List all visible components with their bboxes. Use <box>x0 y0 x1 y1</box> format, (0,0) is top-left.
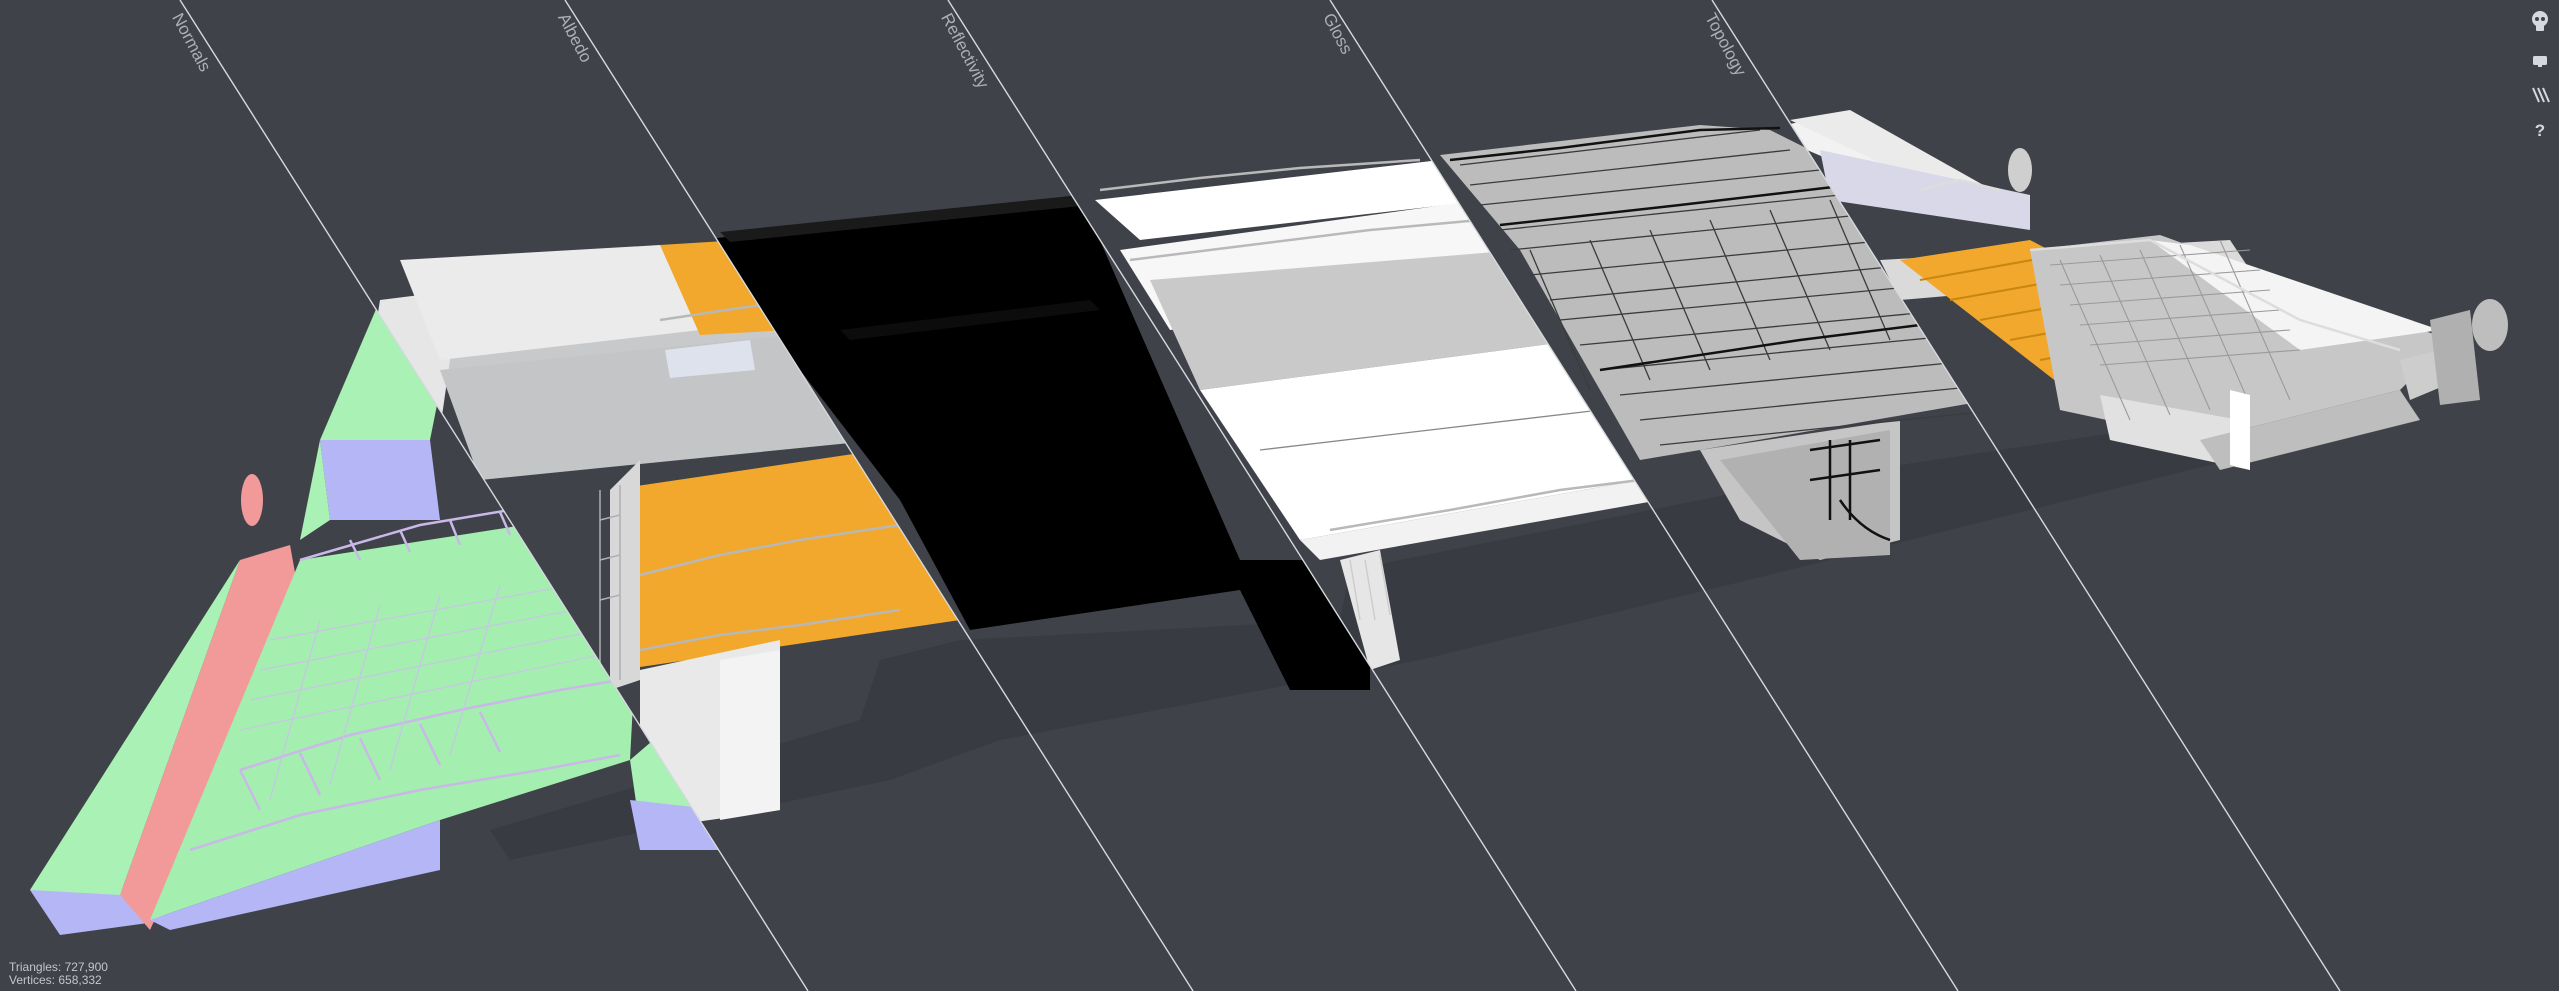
help-icon: ? <box>2534 121 2546 140</box>
reflectivity-render <box>700 195 1370 690</box>
triangle-count: Triangles: 727,900 <box>9 960 108 974</box>
screen-icon <box>2533 56 2547 67</box>
layers-view-button[interactable] <box>2527 82 2553 108</box>
vertex-count: Vertices: 658,332 <box>9 973 102 987</box>
gloss-render <box>1095 158 1660 670</box>
screen-view-button[interactable] <box>2527 48 2553 74</box>
model-stats: Triangles: 727,900 Vertices: 658,332 <box>9 961 108 987</box>
layers-icon <box>2532 87 2550 103</box>
viewer-toolbar: ? <box>2519 0 2559 150</box>
help-button[interactable]: ? <box>2527 118 2553 144</box>
channel-dividers <box>179 0 2341 991</box>
composite-render <box>1760 110 2508 470</box>
character-view-button[interactable] <box>2527 8 2553 34</box>
character-icon <box>2532 11 2548 31</box>
albedo-render <box>360 240 960 830</box>
